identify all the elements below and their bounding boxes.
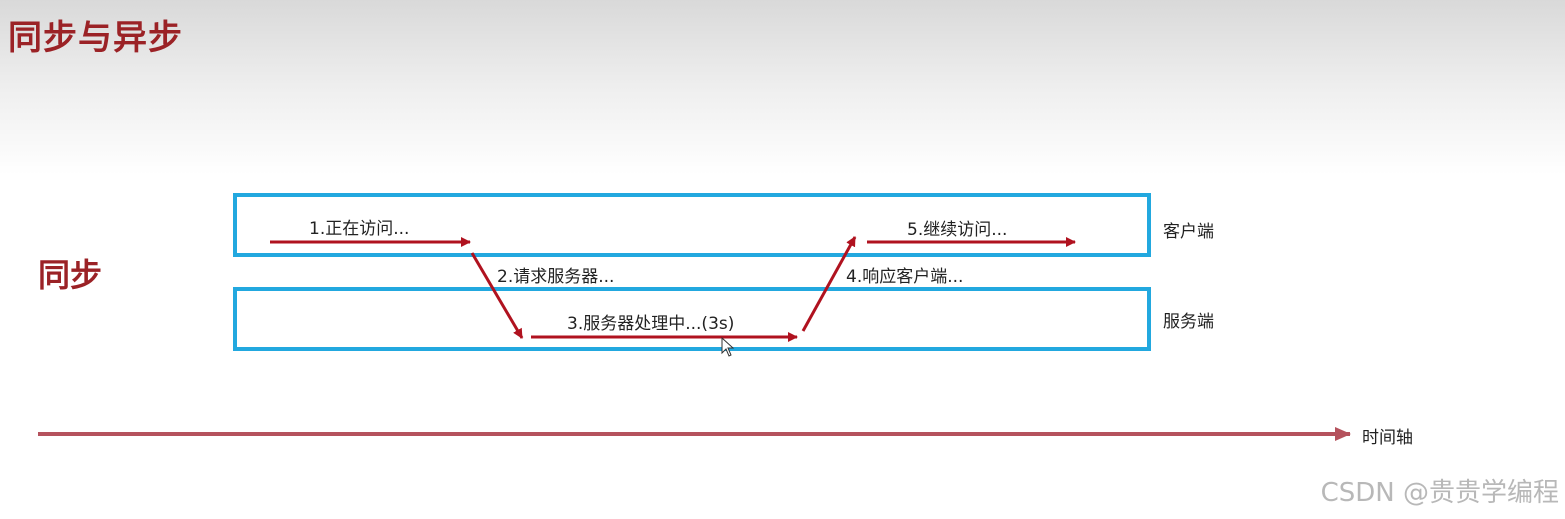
step-1-label: 1.正在访问... <box>309 219 410 239</box>
section-label-sync: 同步 <box>38 256 103 294</box>
step-3-label: 3.服务器处理中...(3s) <box>567 314 735 334</box>
slide-title: 同步与异步 <box>8 18 183 58</box>
timeline-label: 时间轴 <box>1362 428 1413 448</box>
server-lane <box>233 287 1151 351</box>
client-lane <box>233 193 1151 257</box>
watermark: CSDN @贵贵学编程 <box>1320 478 1559 508</box>
step-5-label: 5.继续访问... <box>907 220 1008 240</box>
step-4-label: 4.响应客户端... <box>846 267 964 287</box>
mouse-pointer-icon <box>721 337 735 357</box>
step-2-label: 2.请求服务器... <box>497 267 615 287</box>
server-lane-label: 服务端 <box>1163 312 1214 332</box>
client-lane-label: 客户端 <box>1163 222 1214 242</box>
